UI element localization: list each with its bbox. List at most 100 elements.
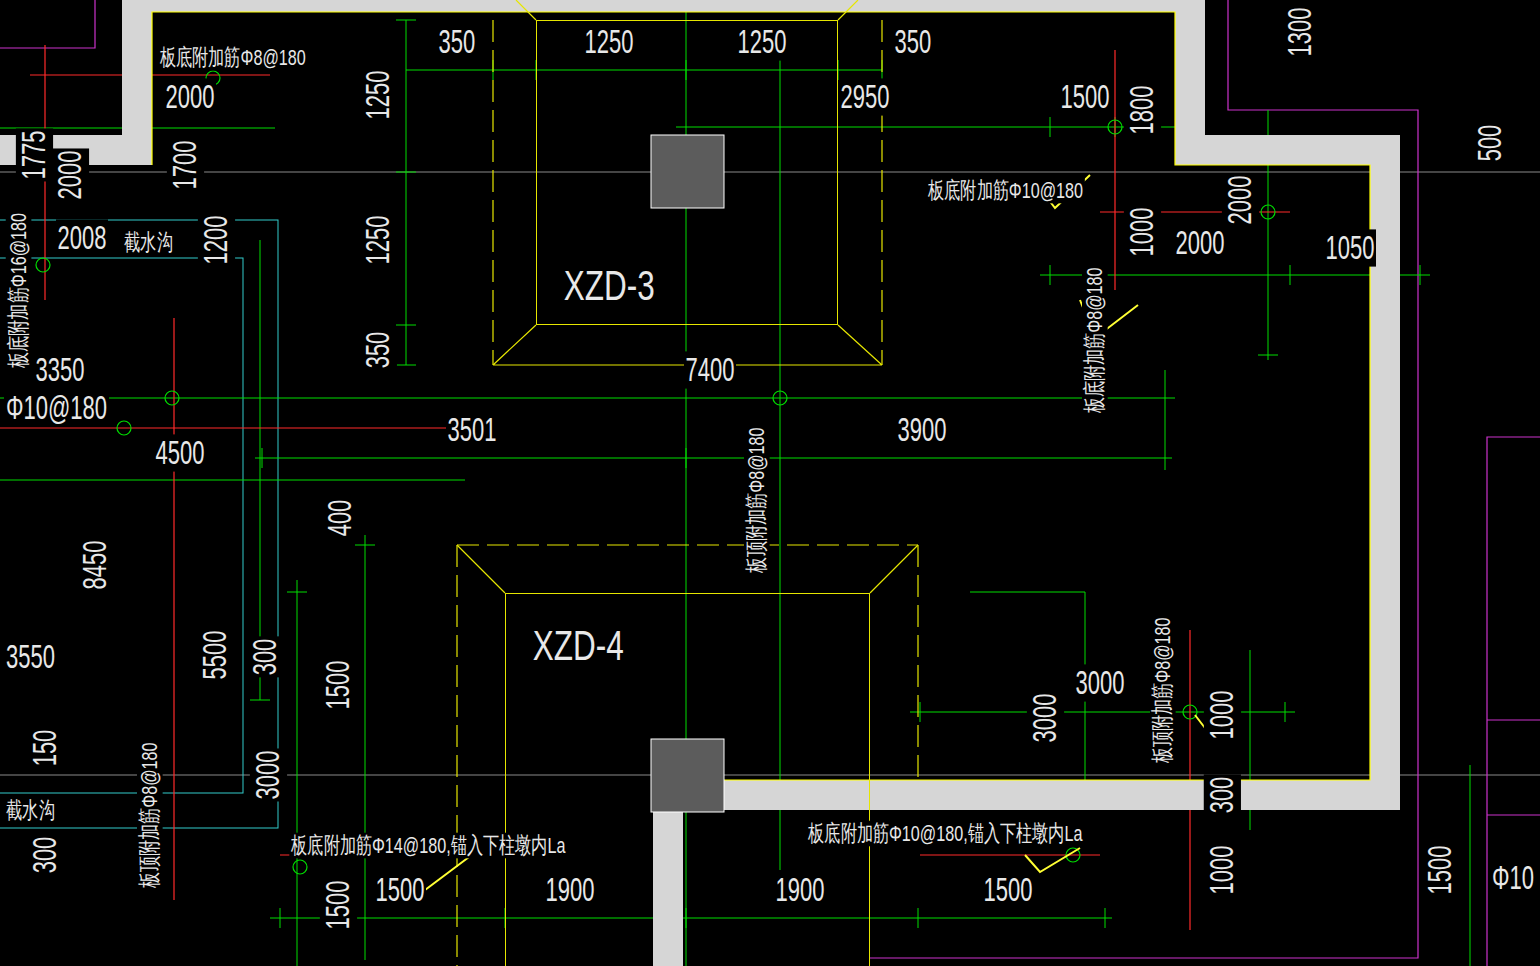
wall [1175,135,1400,165]
check-marks [405,175,1215,890]
pile-cap: XZD-4 [505,593,870,966]
dimension-line [406,60,882,80]
dimension-text: 3000 [249,749,286,802]
wall-edge [152,12,1370,780]
anchor-circles [36,71,1275,874]
anchor-circle [1183,705,1197,719]
check-mark [1025,848,1080,872]
dimension-text: 5500 [196,629,233,682]
dimension-text: 1250 [736,23,789,60]
wall [683,780,1400,810]
pile-cap-label: XZD-3 [560,264,657,309]
anchor-circle [1108,120,1122,134]
anchor-circle [117,421,131,435]
anchor-circle [1261,205,1275,219]
axis-lines [0,172,1540,775]
pile-cap: XZD-3 [536,20,838,325]
rebar-note: 板底附加筋Φ16@180 [5,211,31,370]
dimension-text: 2000 [1221,174,1258,227]
anchor-circle [773,391,787,405]
dimension-line [0,128,1175,470]
dimension-text: 350 [437,23,478,60]
dimension-text: 3350 [34,351,87,388]
column [651,135,724,208]
dimension-text: 2950 [839,78,892,115]
dimension-line [270,908,1112,928]
dimension-text: 500 [1471,123,1508,164]
dimension-text: 2000 [1174,224,1227,261]
dimension-line [287,535,375,966]
cap-edge [493,20,882,365]
boundary-line [870,0,1418,958]
anchor-circle [293,860,307,874]
axis-line [0,172,1540,173]
dimension-text: 400 [321,498,358,539]
rebar-note: 板底附加筋Φ10@180,锚入下柱墩内La [806,820,1084,846]
columns [651,135,724,812]
dimension-text: 1500 [374,871,427,908]
cap-edge [457,545,918,966]
rebar-note: 板顶附加筋Φ8@180 [744,425,770,575]
dimension-text: 7400 [684,351,737,388]
dimension-text: 8450 [76,539,113,592]
dimension-text: 3900 [896,411,949,448]
walls [0,0,1400,966]
dimension-lines [0,0,1470,966]
dimension-text: Φ10@180 [4,389,109,426]
dimension-line [0,240,1085,800]
dimension-text: 300 [1203,775,1240,816]
dimension-line [396,20,416,365]
dimension-text: 1250 [359,69,396,122]
cyan-channel [0,220,278,828]
rebar-note: 板底附加筋Φ10@180 [926,177,1085,203]
dimension-text: Φ10 [1490,859,1536,896]
boundary-line [1487,437,1540,966]
rebar-note: 板底附加筋Φ8@180 [1082,265,1108,415]
dimension-text: 1775 [15,129,52,182]
dimension-text: 350 [359,330,396,371]
dimension-text: 1050 [1324,229,1377,266]
dimension-text: 1250 [359,214,396,267]
dimension-text: 3501 [446,411,499,448]
cap-edge [493,0,882,365]
column [651,739,724,812]
dimension-text: 1500 [982,871,1035,908]
pile-cap-label: XZD-4 [529,624,626,669]
wall [152,0,1205,12]
dimension-text: 1300 [1281,6,1318,59]
dimension-text: 1500 [319,659,356,712]
dimension-text: 3000 [1026,692,1063,745]
dimension-text: 300 [246,637,283,678]
dimension-text: 1000 [1123,206,1160,259]
dimension-text: 1200 [197,214,234,267]
rebar-note: 截水沟 [122,229,174,255]
boundary-line [0,0,1540,815]
dimension-text: 1700 [166,139,203,192]
rebar-note: 截水沟 [4,797,56,823]
dimension-text: 1500 [1421,844,1458,897]
anchor-circle [36,258,50,272]
dimension-text: 1500 [1059,78,1112,115]
axis-line [0,775,1540,776]
rebar-note: 板顶附加筋Φ8@180 [1150,615,1176,765]
cap-edge [457,545,918,593]
dimension-text: 3000 [1074,664,1127,701]
dimension-text: 350 [893,23,934,60]
dimension-text: 1000 [1203,689,1240,742]
anchor-circle [165,391,179,405]
dimension-text: 2000 [51,149,88,202]
dimension-text: 150 [26,728,63,769]
dimension-text: 3550 [4,638,57,675]
rebar-note: 板底附加筋Φ14@180,锚入下柱墩内La [289,832,567,858]
channel-outline [0,258,243,793]
dimension-text: 1900 [544,871,597,908]
dimension-text: 1500 [319,879,356,932]
dimension-text: 2000 [164,78,217,115]
dimension-text: 1900 [774,871,827,908]
dimension-text: 1800 [1123,84,1160,137]
dimension-text: 1250 [583,23,636,60]
